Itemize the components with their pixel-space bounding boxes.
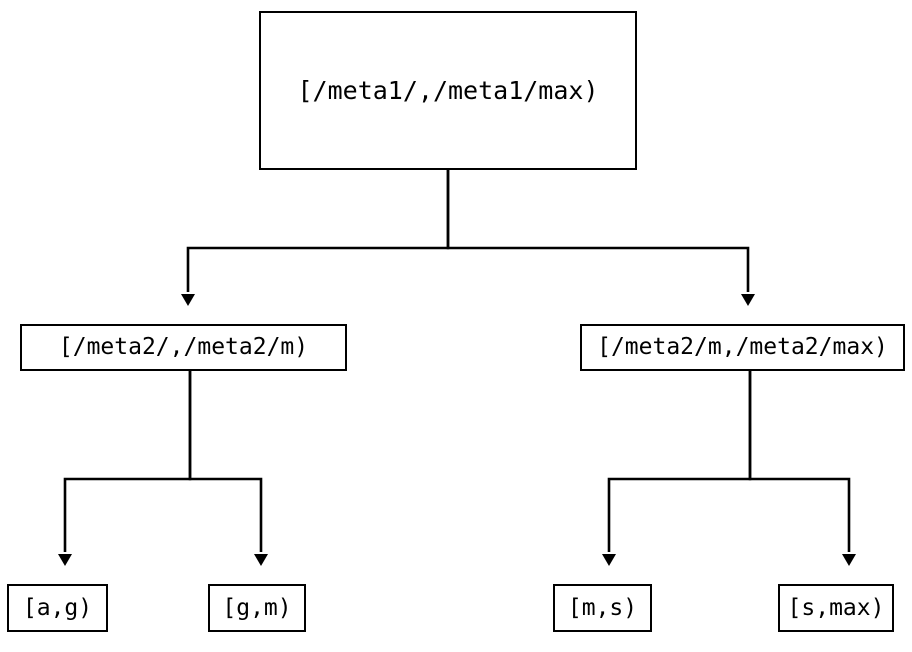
node-leaf-gm[interactable]: [g,m) [208, 584, 306, 632]
node-leaf-ag-label: [a,g) [22, 594, 93, 621]
edge-meta2-low-to-leaf-ag [58, 371, 192, 566]
edge-root-to-meta2-low [181, 170, 450, 306]
node-leaf-ms-label: [m,s) [567, 594, 638, 621]
node-leaf-smax[interactable]: [s,max) [778, 584, 894, 632]
edge-meta2-high-to-leaf-smax [748, 371, 856, 566]
edge-meta2-low-to-leaf-gm [188, 371, 268, 566]
node-leaf-gm-label: [g,m) [222, 594, 292, 621]
node-root[interactable]: [/meta1/,/meta1/max) [259, 11, 637, 170]
node-meta2-low-label: [/meta2/,/meta2/m) [58, 334, 309, 360]
node-leaf-ms[interactable]: [m,s) [553, 584, 652, 632]
edge-meta2-high-to-leaf-ms [602, 371, 752, 566]
node-meta2-high-label: [/meta2/m,/meta2/max) [597, 334, 888, 360]
edge-root-to-meta2-high [446, 170, 755, 306]
node-leaf-ag[interactable]: [a,g) [7, 584, 108, 632]
node-root-label: [/meta1/,/meta1/max) [297, 76, 599, 105]
node-meta2-high[interactable]: [/meta2/m,/meta2/max) [580, 324, 905, 371]
node-leaf-smax-label: [s,max) [787, 594, 885, 621]
node-meta2-low[interactable]: [/meta2/,/meta2/m) [20, 324, 347, 371]
